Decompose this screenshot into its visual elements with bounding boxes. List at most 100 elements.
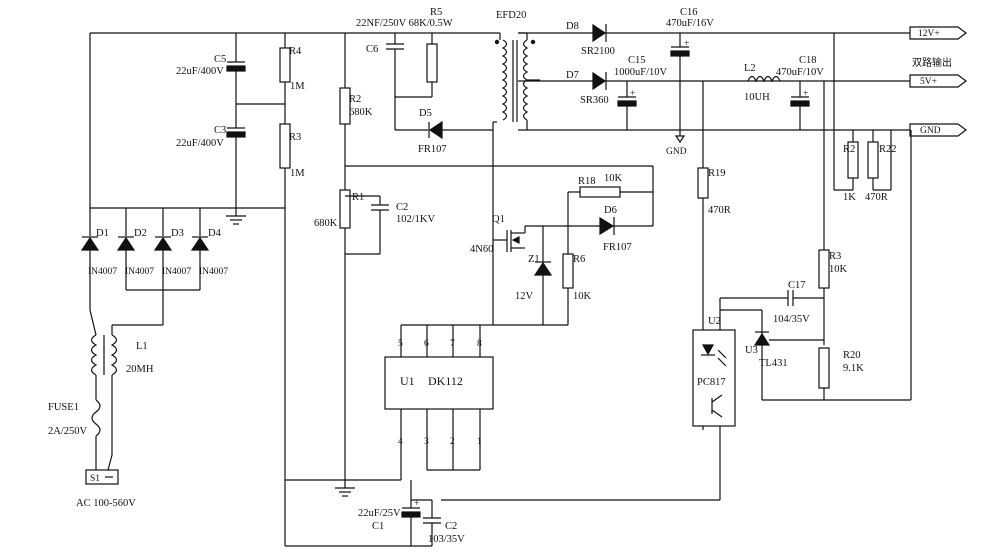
resistor-r19 — [698, 81, 708, 330]
c1-value: 22uF/25V — [358, 508, 401, 519]
resistor-r2-right — [834, 130, 858, 190]
pin-2: 2 — [450, 437, 455, 447]
pin-4: 4 — [398, 437, 403, 447]
l2-label: L2 — [744, 63, 756, 74]
r20-label: R20 — [843, 350, 861, 361]
pin-3: 3 — [424, 437, 429, 447]
diode-d8 — [593, 24, 606, 42]
pc817-label: PC817 — [697, 377, 726, 388]
diode-d7 — [593, 72, 606, 90]
z1-label: Z1 — [528, 254, 540, 265]
u2-label: U2 — [708, 316, 721, 327]
d4-value: IN4007 — [199, 267, 228, 277]
output-12v-connector: 12V+ — [910, 27, 966, 39]
d7-label: D7 — [566, 70, 579, 81]
r3-right-value: 10K — [829, 264, 848, 275]
l2-value: 10UH — [744, 92, 770, 103]
r19-value: 470R — [708, 205, 731, 216]
q1-label: Q1 — [492, 214, 505, 225]
d5-label: D5 — [419, 108, 432, 119]
capacitor-c18: + — [791, 81, 809, 130]
r5-top-label: 22NF/250V 68K/0.5W — [356, 18, 453, 29]
output-gnd-connector: GND — [910, 124, 966, 136]
gnd-arrow — [676, 130, 684, 142]
d4-label: D4 — [208, 228, 222, 239]
c3-value: 22uF/400V — [176, 138, 224, 149]
output-5v-label: 5V+ — [920, 77, 937, 87]
pin-7: 7 — [450, 339, 455, 349]
l1-value: 20MH — [126, 364, 154, 375]
resistor-r4 — [236, 33, 290, 124]
c16-label: C16 — [680, 7, 698, 18]
output-gnd-label: GND — [920, 126, 941, 136]
primary-ground-symbol — [200, 208, 285, 224]
r5-label: R5 — [430, 7, 442, 18]
d8-label: D8 — [566, 21, 579, 32]
r3-right-label: R3 — [829, 251, 841, 262]
pin-6: 6 — [424, 339, 429, 349]
fuse-label: FUSE1 — [48, 402, 79, 413]
fr107a-label: FR107 — [418, 144, 447, 155]
sr360-label: SR360 — [580, 95, 609, 106]
r6-value: 10K — [573, 291, 592, 302]
r18-value: 10K — [604, 173, 623, 184]
c2-bottom-value: 103/35V — [428, 534, 465, 545]
c15-value: 1000uF/10V — [614, 67, 668, 78]
resistor-r6 — [493, 226, 573, 325]
r3-left-value: 1M — [290, 168, 305, 179]
gnd-small-label: GND — [666, 147, 687, 157]
d1-label: D1 — [96, 228, 109, 239]
c3-label: C3 — [214, 125, 226, 136]
tl431-label: TL431 — [759, 358, 788, 369]
c6-label: C6 — [366, 44, 378, 55]
r20-value: 9.1K — [843, 363, 864, 374]
diode-d6 — [568, 217, 653, 235]
c2-hv-value: 102/1KV — [396, 214, 436, 225]
r22-label: R22 — [879, 144, 897, 155]
r1-value: 680K — [314, 218, 338, 229]
d3-label: D3 — [171, 228, 184, 239]
c18-value: 470uF/10V — [776, 67, 824, 78]
r2-left-value: 680K — [349, 107, 373, 118]
c5-value: 22uF/400V — [176, 66, 224, 77]
fuse-fuse1 — [92, 400, 112, 470]
resistor-r20 — [762, 348, 911, 400]
output-5v-connector: 5V+ — [910, 75, 966, 87]
efd20-label: EFD20 — [496, 10, 526, 21]
capacitor-c3 — [227, 128, 245, 208]
capacitor-c1: + — [402, 480, 420, 546]
zener-z1 — [535, 226, 551, 325]
ac-input-connector: S1 — [86, 470, 118, 484]
c5-label: C5 — [214, 54, 226, 65]
ac-input-label: AC 100-560V — [76, 498, 136, 509]
c2-hv-label: C2 — [396, 202, 408, 213]
c16-value: 470uF/16V — [666, 18, 714, 29]
r4-value: 1M — [290, 81, 305, 92]
u3-label: U3 — [745, 345, 758, 356]
z1-value: 12V — [515, 291, 534, 302]
c17-label: C17 — [788, 280, 806, 291]
c18-label: C18 — [799, 55, 817, 66]
q1-value: 4N60 — [470, 244, 493, 255]
c15-label: C15 — [628, 55, 646, 66]
svg-text:+: + — [803, 89, 808, 99]
u1-label: U1 — [400, 374, 415, 388]
r4-label: R4 — [289, 46, 302, 57]
pin-8: 8 — [477, 339, 482, 349]
mosfet-q1 — [493, 226, 568, 252]
capacitor-c5 — [227, 33, 245, 128]
d3-value: IN4007 — [162, 267, 191, 277]
dk112-label: DK112 — [428, 374, 463, 388]
r2-left-label: R2 — [349, 94, 361, 105]
d2-value: IN4007 — [125, 267, 154, 277]
pin-5: 5 — [398, 339, 403, 349]
d2-label: D2 — [134, 228, 147, 239]
capacitor-c15: + — [618, 81, 636, 130]
r1-label: R1 — [352, 192, 364, 203]
fuse-value: 2A/250V — [48, 426, 88, 437]
r19-label: R19 — [708, 168, 726, 179]
c2-bottom-label: C2 — [445, 521, 457, 532]
output-12v-label: 12V+ — [918, 29, 940, 39]
svg-text:+: + — [684, 39, 689, 49]
